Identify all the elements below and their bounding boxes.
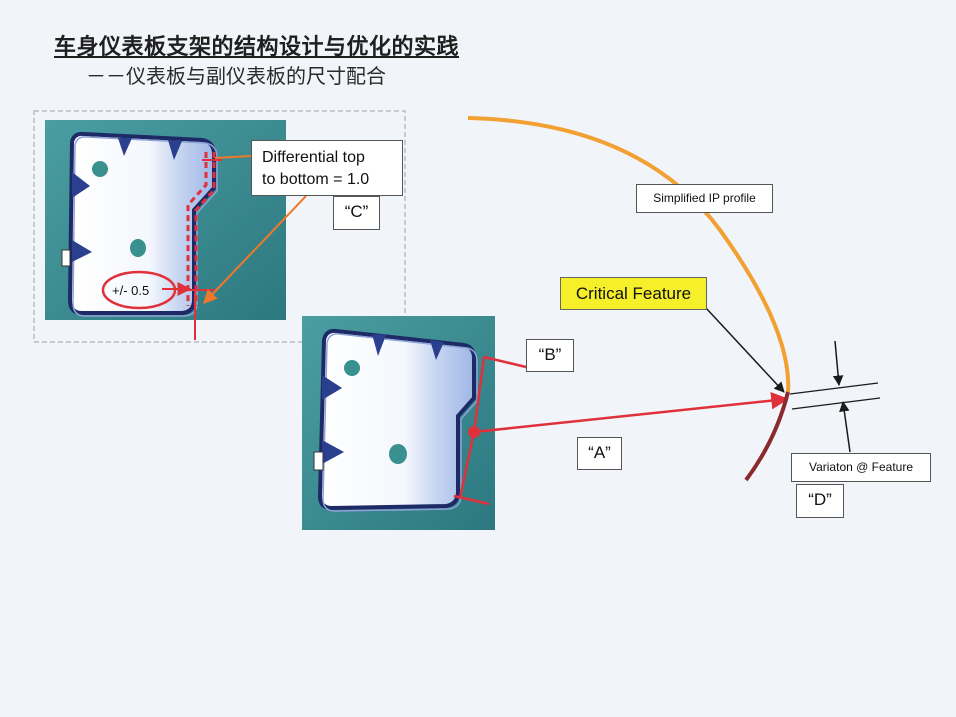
variation-line-upper [789,382,879,395]
variation-arrow-top [832,340,844,387]
bracket-detail-main [302,316,495,530]
bracket-detail-top [45,120,286,340]
critical-feature-leader [705,307,785,393]
lower-profile-curve [744,391,790,482]
differential-leader-bottom [203,195,307,305]
detail-frame [33,110,406,343]
variation-arrow-bottom [839,400,851,453]
tolerance-circle [101,270,177,310]
ip-profile-curve [467,116,791,393]
label-c: “C” [333,196,380,230]
label-b: “B” [526,339,574,372]
label-a: “A” [577,437,622,470]
a-dimension-line [473,391,789,434]
simplified-ip-profile-label: Simplified IP profile [636,184,773,213]
page-title: 车身仪表板支架的结构设计与优化的实践 [54,35,460,60]
label-d: “D” [796,484,844,518]
differential-callout: Differential top to bottom = 1.0 [251,140,403,196]
differential-callout-line2: to bottom = 1.0 [262,171,370,188]
differential-callout-line1: Differential top [262,149,365,166]
variation-at-feature-label: Variaton @ Feature [791,453,931,482]
page-subtitle: －－仪表板与副仪表板的尺寸配合 [86,64,386,88]
variation-line-lower [791,397,881,410]
tolerance-label: +/- 0.5 [112,283,150,298]
critical-feature-label: Critical Feature [560,277,707,310]
differential-leader-top [214,155,252,159]
b-reference-line [483,355,527,369]
